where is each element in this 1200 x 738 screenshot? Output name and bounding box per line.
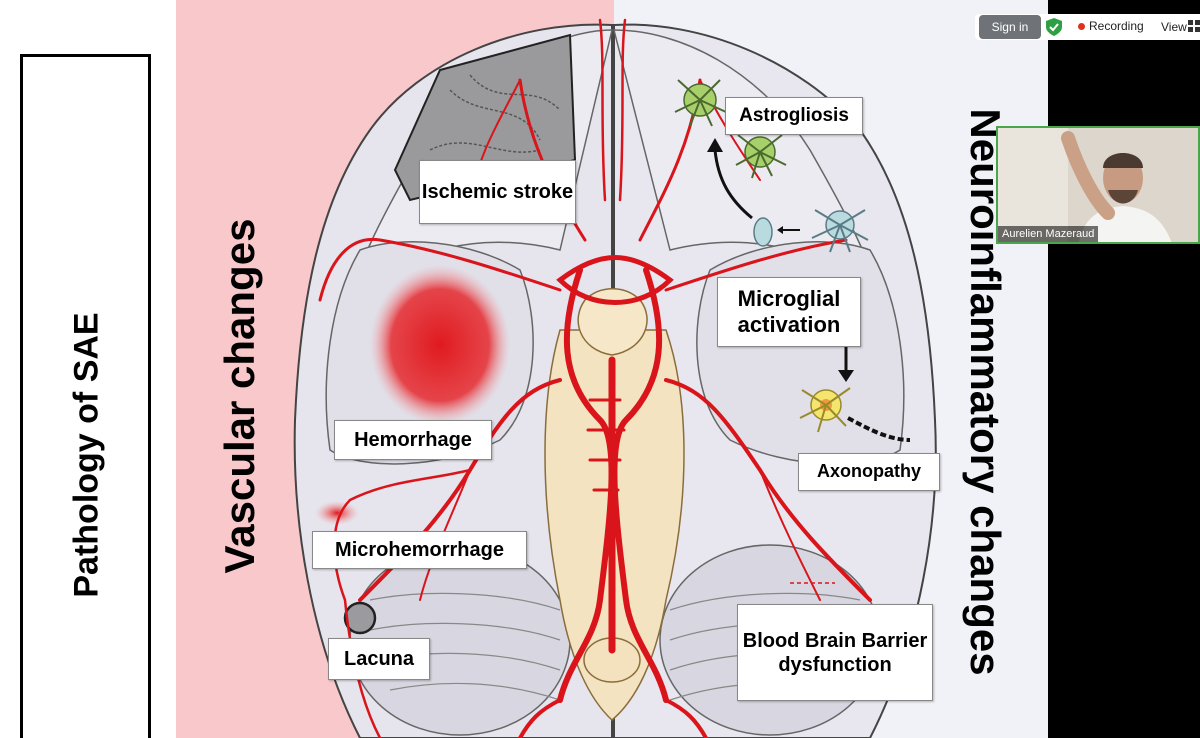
view-menu[interactable]: View — [1161, 20, 1187, 34]
sae-title-box: Pathology of SAE — [20, 54, 151, 738]
participant-name: Aurelien Mazeraud — [998, 226, 1099, 242]
participant-video-tile[interactable]: Aurelien Mazeraud — [996, 126, 1200, 244]
sign-in-button[interactable]: Sign in — [979, 15, 1041, 39]
hemorrhage-label: Hemorrhage — [334, 420, 492, 460]
bbb-dysfunction-label: Blood Brain Barrier dysfunction — [737, 604, 933, 701]
axonopathy-label: Axonopathy — [798, 453, 940, 491]
grid-view-icon[interactable] — [1188, 20, 1200, 32]
microhemorrhage-label: Microhemorrhage — [312, 531, 527, 569]
recording-dot-icon — [1078, 23, 1085, 30]
lacuna-label: Lacuna — [328, 638, 430, 680]
ischemic-stroke-label: Ischemic stroke — [419, 160, 576, 224]
presentation-slide: Pathology of SAE Vascular changes Neuroi… — [0, 0, 1048, 738]
participant-video-feed — [998, 128, 1198, 242]
astrogliosis-label: Astrogliosis — [725, 97, 863, 135]
microglial-activation-label: Microglial activation — [717, 277, 861, 347]
shield-check-icon[interactable] — [1046, 18, 1062, 36]
recording-status[interactable]: Recording — [1089, 19, 1144, 33]
screen-share-margin — [1048, 0, 1200, 738]
